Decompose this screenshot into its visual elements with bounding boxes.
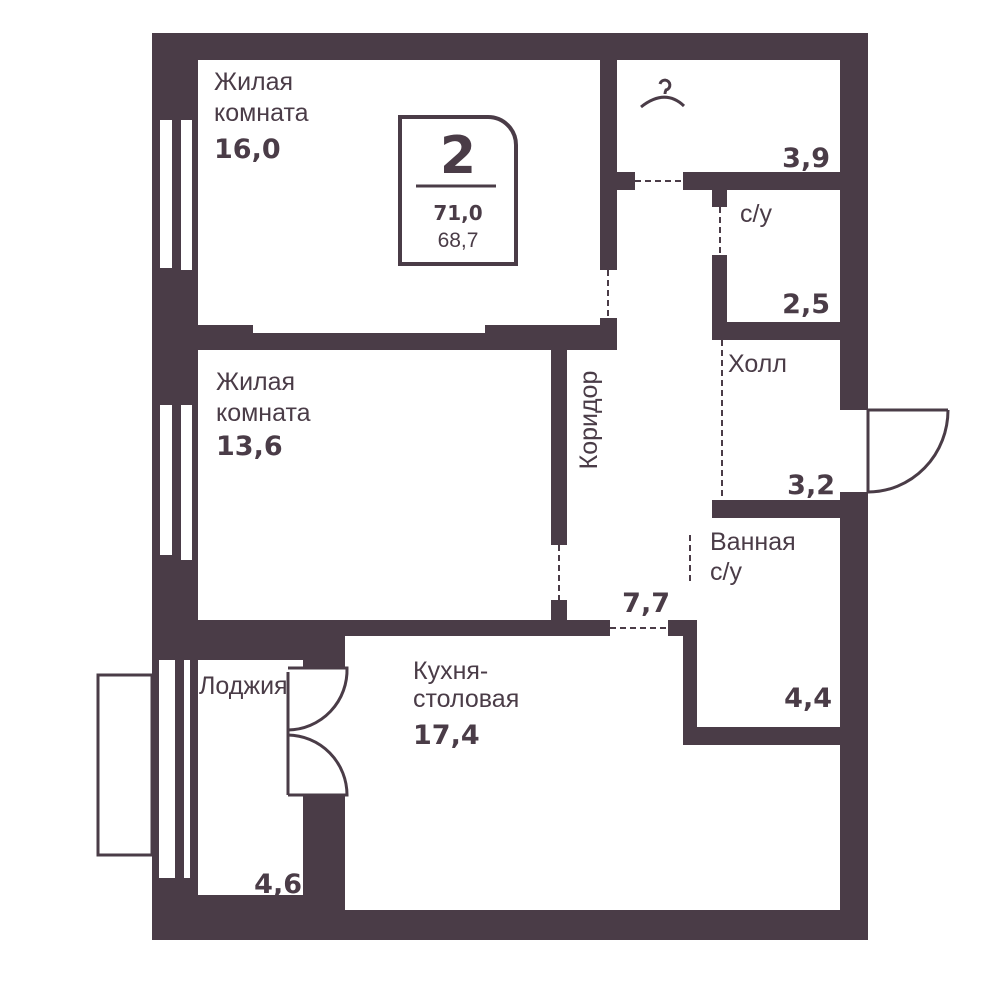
kitchen-label: Кухня- bbox=[413, 657, 488, 685]
kitchen-area[interactable] bbox=[345, 636, 683, 745]
kitchen-area-value: 17,4 bbox=[413, 720, 480, 751]
hall-area[interactable] bbox=[617, 340, 840, 500]
total-area: 71,0 bbox=[433, 201, 482, 225]
bathroom-label: с/у bbox=[710, 558, 742, 586]
living2-label: комната bbox=[216, 399, 311, 427]
wardrobe-area[interactable] bbox=[617, 60, 840, 172]
room-areas bbox=[148, 60, 868, 910]
window bbox=[280, 673, 286, 795]
living2-label: Жилая bbox=[216, 368, 295, 396]
corridor-area-value: 7,7 bbox=[622, 588, 670, 619]
apartment-badge: 2 71,0 68,7 bbox=[398, 115, 518, 266]
living2-area: 13,6 bbox=[216, 431, 283, 462]
kitchen-label: столовая bbox=[413, 685, 519, 713]
bathroom-label: Ванная bbox=[710, 528, 796, 556]
living1-label: комната bbox=[214, 99, 309, 127]
living-area: 68,7 bbox=[438, 229, 479, 252]
room-labels: Жилая комната 16,0 3,9 с/у 2,5 Холл 3,2 … bbox=[199, 68, 835, 900]
window bbox=[160, 120, 172, 268]
wc-area-value: 2,5 bbox=[782, 289, 830, 320]
window bbox=[181, 405, 192, 560]
entrance-door[interactable] bbox=[866, 408, 950, 494]
hall-area-value: 3,2 bbox=[787, 470, 835, 501]
wc-area[interactable] bbox=[727, 190, 840, 322]
bathroom-area[interactable] bbox=[697, 518, 840, 727]
hanger-icon bbox=[640, 78, 686, 109]
hall-label: Холл bbox=[728, 350, 787, 378]
window bbox=[184, 660, 190, 878]
bathroom-area-value: 4,4 bbox=[784, 683, 832, 714]
loggia-frame bbox=[96, 673, 154, 857]
loggia-area-value: 4,6 bbox=[254, 869, 302, 900]
door-openings bbox=[558, 180, 723, 629]
wc-label: с/у bbox=[740, 200, 772, 228]
window bbox=[159, 660, 175, 878]
corridor-label: Коридор bbox=[575, 371, 603, 470]
living-room-2-area[interactable] bbox=[198, 350, 551, 620]
window bbox=[160, 405, 172, 555]
wardrobe-area-value: 3,9 bbox=[782, 143, 830, 174]
living1-area: 16,0 bbox=[214, 134, 281, 165]
balcony-door[interactable] bbox=[286, 666, 349, 797]
window bbox=[181, 120, 192, 270]
living1-label: Жилая bbox=[214, 68, 293, 96]
rooms-count: 2 bbox=[440, 126, 476, 186]
loggia-label: Лоджия bbox=[199, 672, 288, 700]
